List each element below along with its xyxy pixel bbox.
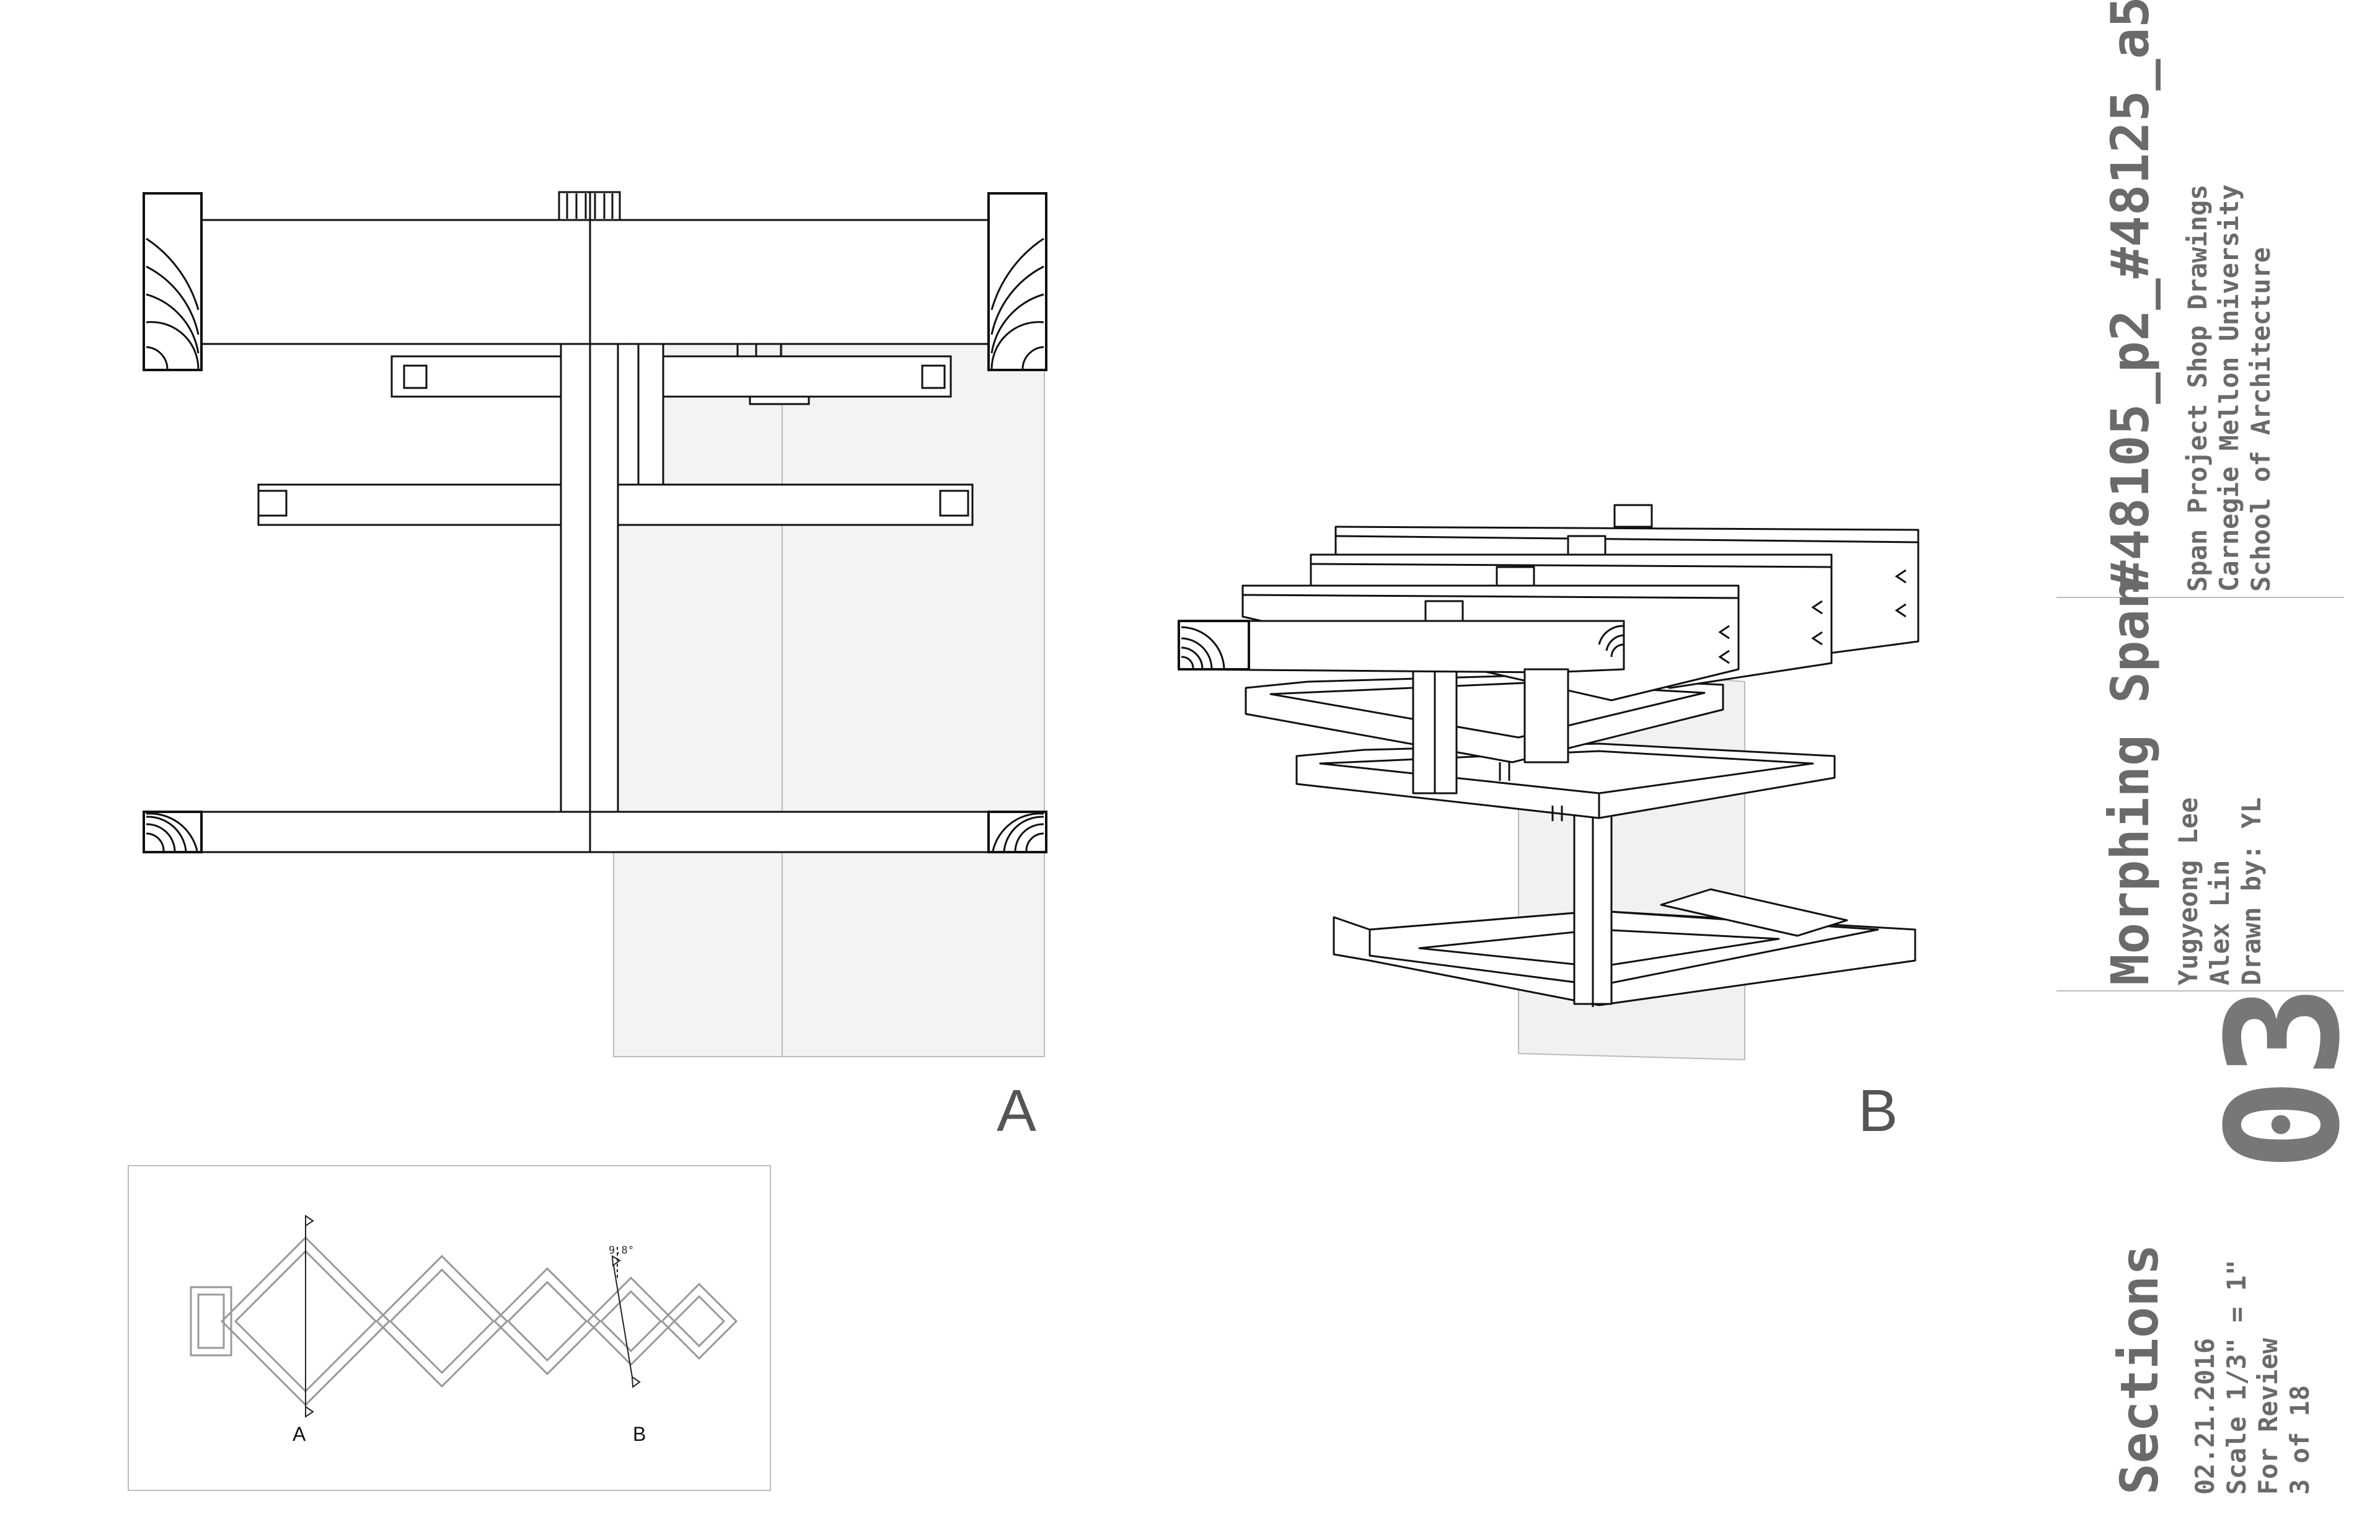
key-plan: A B 9.8° — [128, 1165, 771, 1491]
section-a-drawing — [0, 0, 1066, 1066]
project-info-line-1: Span Project Shop Drawings — [2182, 184, 2213, 592]
key-plan-cut-a-label: A — [293, 1423, 306, 1445]
sheet-count: 3 of 18 — [2285, 1384, 2315, 1495]
authors: Yugyeong Lee Alex Lin Drawn by: YL — [2172, 798, 2267, 985]
project-id: #48105_p2_#48125_a5 — [2100, 0, 2161, 592]
author-1: Yugyeong Lee — [2173, 797, 2203, 985]
section-b-linework — [1178, 504, 1919, 1061]
title-block-divider-1 — [2056, 597, 2344, 598]
author-2: Alex Lin — [2205, 860, 2235, 985]
drawing-title: Morphing Span — [2100, 578, 2161, 985]
section-b-drawing — [1165, 483, 1946, 1078]
section-a-label: A — [997, 1078, 1037, 1144]
sheet-status: For Review — [2253, 1338, 2283, 1495]
section-a-linework — [143, 191, 1047, 1057]
title-block-divider-2 — [2056, 990, 2344, 992]
key-plan-cut-b-label: B — [633, 1423, 646, 1445]
project-info: Span Project Shop Drawings Carnegie Mell… — [2182, 185, 2276, 592]
end-grain-top-right — [987, 192, 1047, 371]
end-grain-bottom-left — [143, 811, 203, 853]
cross-member-1 — [390, 355, 952, 398]
top-beam — [200, 219, 990, 345]
project-info-line-3: School of Architecture — [2246, 247, 2276, 592]
section-b-label: B — [1858, 1078, 1898, 1144]
end-grain-top-left — [143, 192, 203, 371]
sheet-date: 02.21.2016 — [2190, 1338, 2220, 1495]
end-grain-bottom-right — [987, 811, 1047, 853]
key-plan-angle-label: 9.8° — [609, 1244, 634, 1257]
sheet-scale: Scale 1/3" = 1" — [2221, 1259, 2252, 1495]
sheet-details: 02.21.2016 Scale 1/3" = 1" For Review 3 … — [2189, 1260, 2316, 1495]
project-info-line-2: Carnegie Mellon University — [2214, 184, 2244, 592]
bottom-beam — [200, 811, 990, 853]
key-plan-abutment — [190, 1286, 232, 1357]
drawing-name: Sections — [2109, 1244, 2170, 1495]
sheet-number: 03 — [2193, 984, 2374, 1171]
key-plan-linework — [190, 1215, 738, 1418]
projection-shade — [613, 303, 1045, 1057]
beam-stack — [1178, 526, 1919, 702]
frame-bottom — [1333, 910, 1916, 1006]
drawn-by: Drawn by: YL — [2236, 797, 2267, 985]
